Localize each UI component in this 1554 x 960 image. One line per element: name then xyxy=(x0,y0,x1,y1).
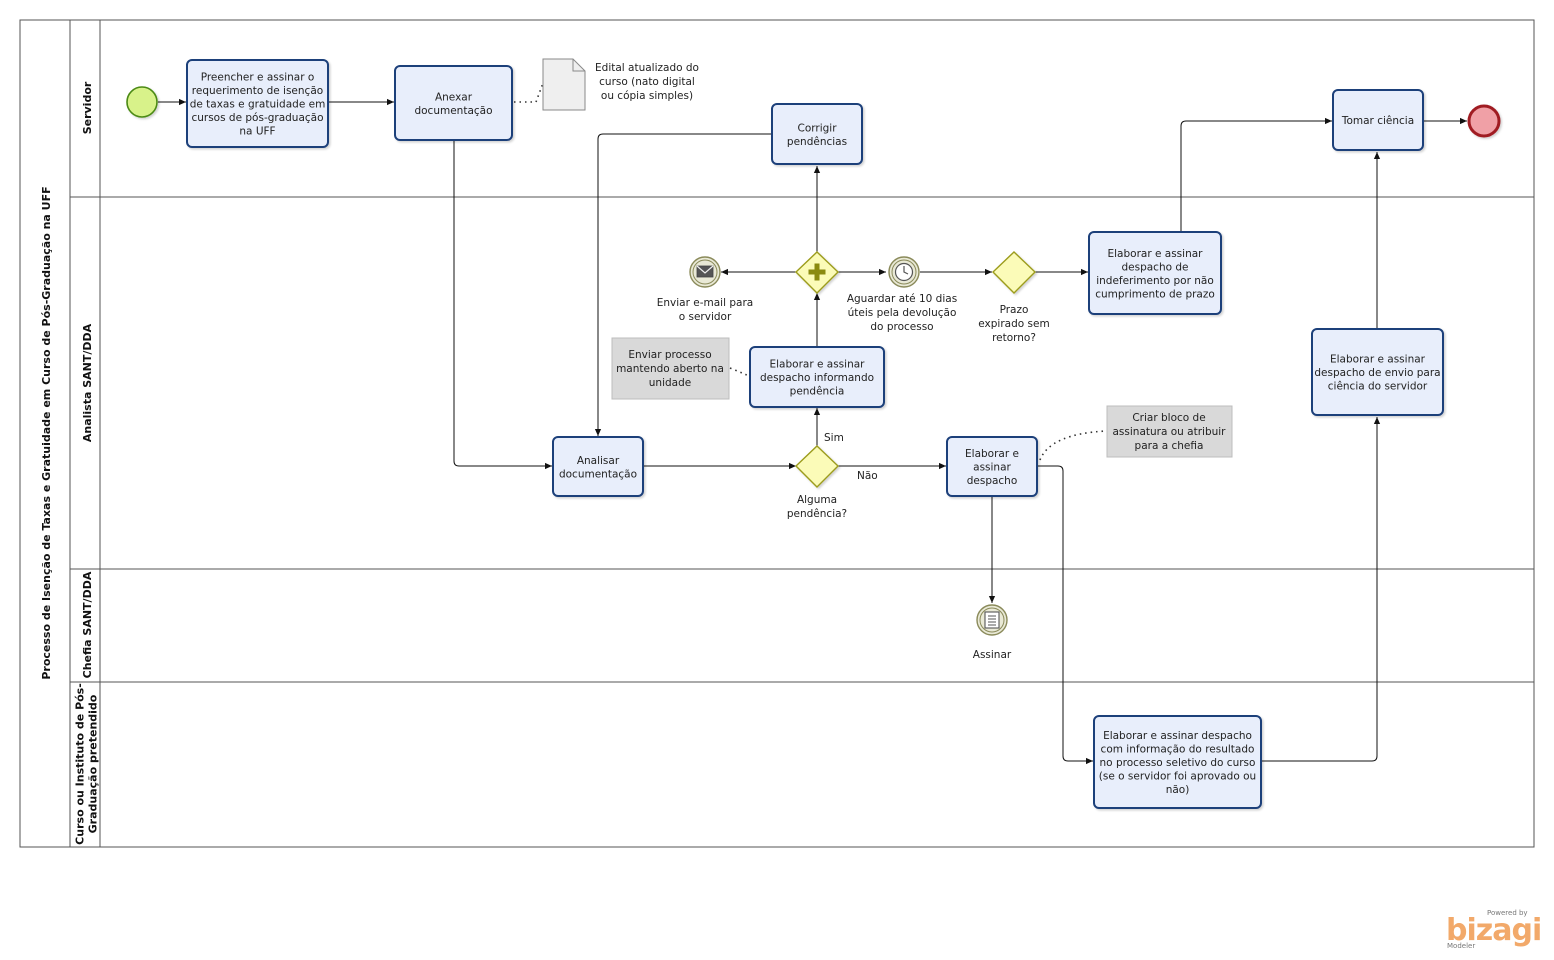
assoc-anexar-document xyxy=(514,82,544,103)
task-elab-indef[interactable] xyxy=(1088,231,1222,315)
logo-product: Modeler xyxy=(1447,942,1475,950)
lane-label-servidor: Servidor xyxy=(81,81,94,134)
assinar-event-inner xyxy=(979,607,1005,633)
assinar-event[interactable] xyxy=(976,604,1008,636)
lane-label-chefia: Chefia SANT/DDA xyxy=(81,571,94,678)
plus-icon xyxy=(808,263,826,281)
event-label-assinar: Assinar xyxy=(973,649,1012,661)
sequence-flows xyxy=(158,98,1467,765)
events xyxy=(126,86,1501,636)
flow-corrigir-to-analisar xyxy=(594,133,772,436)
document-list-icon xyxy=(984,611,1000,629)
pool: Processo de Isenção de Taxas e Gratuidad… xyxy=(19,19,1535,848)
flow-result-to-envio xyxy=(1261,417,1381,762)
assoc-desp-note xyxy=(1039,430,1107,461)
logo-brand: bizagi xyxy=(1446,913,1541,948)
task-anexar[interactable] xyxy=(394,65,513,141)
flow-label-sim: Sim xyxy=(824,432,844,444)
document-artifact xyxy=(542,58,586,111)
email-event-inner xyxy=(692,259,718,285)
task-preencher[interactable] xyxy=(186,59,329,148)
task-elab-envio[interactable] xyxy=(1311,328,1444,416)
pool-frame xyxy=(19,19,1535,848)
flow-anexar-to-analisar xyxy=(453,140,552,470)
end-event[interactable] xyxy=(1467,104,1501,138)
lane-label-curso: Curso ou Instituto de Pós-Graduação pret… xyxy=(74,683,100,845)
timer-event-inner xyxy=(891,259,917,285)
task-corrigir[interactable] xyxy=(771,103,863,165)
logo-powered-by: Powered by xyxy=(1487,909,1528,917)
task-elab-desp[interactable] xyxy=(946,436,1038,497)
flow-label-nao: Não xyxy=(857,470,878,482)
bizagi-logo: Powered by bizagi Modeler xyxy=(1446,909,1542,950)
email-event[interactable] xyxy=(689,256,721,288)
note-criar-bloco xyxy=(1106,405,1233,458)
assoc-elabpend-note xyxy=(729,367,750,377)
flow-desp-to-result xyxy=(1038,465,1093,765)
task-elab-result[interactable] xyxy=(1093,715,1262,809)
timer-event[interactable] xyxy=(888,256,920,288)
gateways xyxy=(794,251,1037,488)
lane-label-analista: Analista SANT/DDA xyxy=(81,323,94,442)
prazo-gateway[interactable] xyxy=(991,251,1037,294)
start-event[interactable] xyxy=(126,86,158,118)
flow-indef-to-tomar xyxy=(1180,117,1332,232)
pendencia-gateway[interactable] xyxy=(794,445,840,488)
associations xyxy=(514,82,1107,461)
artifacts xyxy=(542,58,1233,458)
clock-icon xyxy=(894,262,914,282)
task-elab-pend[interactable] xyxy=(749,346,885,408)
note-enviar-processo xyxy=(611,337,730,400)
task-analisar[interactable] xyxy=(552,436,644,497)
document-fold-icon xyxy=(572,59,585,72)
task-label-tomar: Tomar ciência xyxy=(1341,115,1414,127)
pool-title: Processo de Isenção de Taxas e Gratuidad… xyxy=(40,186,53,679)
envelope-icon xyxy=(696,265,714,278)
task-tomar[interactable] xyxy=(1332,89,1424,151)
